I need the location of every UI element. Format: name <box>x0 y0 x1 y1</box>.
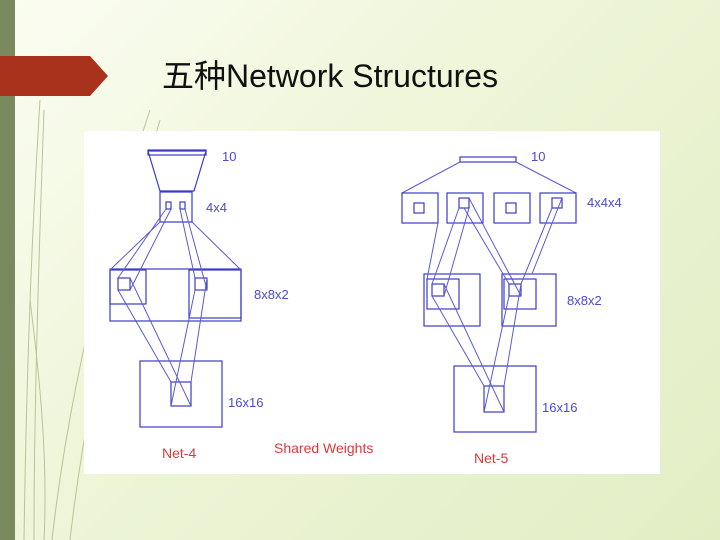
title-tab-arrow <box>0 56 108 96</box>
net5-4x4-kernel-1 <box>413 202 425 214</box>
net5-4x4-kernel-2 <box>458 197 470 209</box>
net4-8x8-map-2 <box>188 269 242 319</box>
net4-4x4-layer <box>159 191 193 223</box>
net5-4x4-map-1 <box>401 192 439 224</box>
net4-connections <box>109 208 242 407</box>
net5-8x8x2-label: 8x8x2 <box>567 293 602 308</box>
net5-4x4-kernel-3 <box>505 202 517 214</box>
network-structures-figure: 10 4x4 8x8x2 16x16 Net-4 Shared Weights <box>84 131 660 474</box>
net4-8x8-group <box>109 268 242 322</box>
net5-8x8-group-2 <box>501 273 557 327</box>
net4-8x8-kernel-2 <box>194 277 208 291</box>
net5-8x8-map-1 <box>426 278 460 310</box>
net5-16x16-kernel <box>483 385 505 413</box>
net5-16x16-input <box>453 365 537 433</box>
net4-output-label: 10 <box>222 149 236 164</box>
network-diagram: 10 4x4 8x8x2 16x16 Net-4 Shared Weights <box>109 149 622 466</box>
net5-4x4-map-4 <box>539 192 577 224</box>
net5-4x4x4-label: 4x4x4 <box>587 195 622 210</box>
net5-output-label: 10 <box>531 149 545 164</box>
net4-4x4-label: 4x4 <box>206 200 227 215</box>
net4-8x8x2-label: 8x8x2 <box>254 287 289 302</box>
net5-4x4-kernel-4 <box>551 197 563 209</box>
net4-output-bar <box>147 149 207 156</box>
net5-8x8-group-1 <box>423 273 481 327</box>
net5-diagram: 10 4x4x4 8x8x2 16x16 Net-5 <box>401 149 622 466</box>
net5-8x8-map-2 <box>503 278 537 310</box>
slide-title: 五种Network Structures <box>162 58 499 94</box>
net5-output-connections <box>401 161 577 194</box>
shared-weights-label: Shared Weights <box>274 440 373 456</box>
net5-4x4-map-3 <box>493 192 531 224</box>
net5-output-bar <box>459 156 517 163</box>
net5-16x16-label: 16x16 <box>542 400 577 415</box>
left-accent-bar <box>0 0 15 540</box>
net5-connections <box>426 197 563 413</box>
net5-name: Net-5 <box>474 450 508 466</box>
net4-16x16-input <box>139 360 223 428</box>
net4-8x8-map-1 <box>109 269 147 305</box>
net4-8x8-kernel-1 <box>117 277 131 291</box>
net4-4x4-kernel-b <box>179 201 186 210</box>
net4-name: Net-4 <box>162 445 196 461</box>
net4-4x4-kernel-a <box>165 201 172 210</box>
net4-output-layer <box>147 150 207 192</box>
net4-diagram: 10 4x4 8x8x2 16x16 Net-4 <box>109 149 289 461</box>
net4-16x16-kernel <box>170 381 192 407</box>
net4-16x16-label: 16x16 <box>228 395 263 410</box>
net5-8x8-kernel-1 <box>431 283 445 297</box>
